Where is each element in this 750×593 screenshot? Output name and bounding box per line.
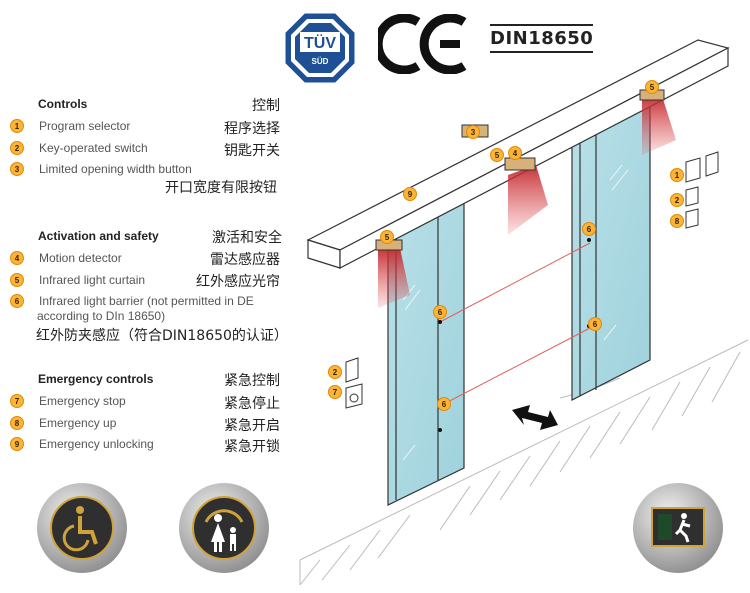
legend-item-5-cn: 红外感应光帘 [196, 274, 280, 290]
sensor-box-center [504, 157, 536, 171]
program-selector-panel [685, 157, 701, 183]
emergency-exit-icon [632, 482, 724, 574]
legend-item-9-en: Emergency unlocking [39, 437, 154, 451]
diagram-marker-6-a: 6 [582, 222, 596, 236]
legend-item-6-cn: 红外防夹感应（符合DIN18650的认证） [36, 328, 288, 344]
marker-6: 6 [10, 294, 24, 308]
diagram-marker-6-c: 6 [433, 305, 447, 319]
limited-width-panel [705, 151, 719, 177]
legend-item-6-en-line2: according to DIn 18650) [37, 309, 166, 323]
marker-7: 7 [10, 394, 24, 408]
legend-item-3: 3 Limited opening width button [10, 161, 192, 177]
legend-item-3-en: Limited opening width button [39, 162, 192, 176]
wheelchair-icon [36, 482, 128, 574]
infrared-barrier [439, 242, 591, 407]
diagram-marker-4: 4 [508, 146, 522, 160]
legend-item-2: 2 Key-operated switch [10, 140, 148, 156]
legend-item-1-cn: 程序选择 [224, 121, 280, 137]
marker-9: 9 [10, 437, 24, 451]
legend-item-4-cn: 雷达感应器 [210, 252, 280, 268]
diagram-marker-2: 2 [670, 193, 684, 207]
legend-item-7-cn: 紧急停止 [224, 396, 280, 412]
right-door [571, 97, 651, 401]
emergency-title-cn: 紧急控制 [224, 373, 280, 389]
tuv-logo-top-text: TÜV [304, 33, 336, 52]
din-label: DIN18650 [490, 24, 594, 53]
legend-item-7: 7 Emergency stop [10, 393, 126, 409]
legend-item-5-en: Infrared light curtain [39, 273, 146, 287]
legend-item-4-en: Motion detector [39, 251, 122, 265]
marker-5: 5 [10, 273, 24, 287]
key-switch-panel [685, 186, 699, 207]
left-door [387, 189, 465, 506]
din-text: DIN18650 [490, 24, 594, 53]
controls-title-cn: 控制 [252, 98, 280, 114]
legend-item-8: 8 Emergency up [10, 415, 116, 431]
diagram-marker-9: 9 [403, 187, 417, 201]
legend-item-4: 4 Motion detector [10, 250, 122, 266]
diagram-marker-3: 3 [466, 125, 480, 139]
key-switch-panel-left [345, 357, 359, 383]
legend-item-3-cn: 开口宽度有限按钮 [165, 180, 277, 196]
diagram-marker-2-left: 2 [328, 365, 342, 379]
marker-1: 1 [10, 119, 24, 133]
legend-item-1-en: Program selector [39, 119, 131, 133]
emergency-up-panel [685, 208, 699, 229]
tuv-logo-bottom-text: SÜD [312, 57, 329, 66]
controls-title: Controls [38, 97, 88, 111]
diagram-marker-5-right: 5 [645, 80, 659, 94]
sensor-beam-right [642, 96, 676, 155]
diagram-marker-6-d: 6 [437, 397, 451, 411]
mother-child-icon [178, 482, 270, 574]
marker-4: 4 [10, 251, 24, 265]
diagram-marker-5-center: 5 [490, 148, 504, 162]
diagram-marker-6-b: 6 [588, 317, 602, 331]
legend-item-2-cn: 钥匙开关 [224, 143, 280, 159]
tuv-logo: TÜV SÜD [284, 12, 356, 84]
diagram-marker-8: 8 [670, 214, 684, 228]
diagram-marker-7: 7 [328, 385, 342, 399]
marker-3: 3 [10, 162, 24, 176]
ce-mark [373, 13, 470, 75]
legend-item-8-cn: 紧急开启 [224, 418, 280, 434]
legend-item-9: 9 Emergency unlocking [10, 436, 154, 452]
marker-2: 2 [10, 141, 24, 155]
activation-title: Activation and safety [38, 229, 159, 243]
legend-item-6-en-line1: Infrared light barrier (not permitted in… [39, 294, 254, 308]
marker-8: 8 [10, 416, 24, 430]
activation-title-cn: 激活和安全 [212, 230, 282, 246]
sensor-beam-left [378, 248, 410, 308]
emergency-title: Emergency controls [38, 372, 154, 386]
legend-item-1: 1 Program selector [10, 118, 130, 134]
direction-arrow [512, 405, 558, 430]
legend-item-5: 5 Infrared light curtain [10, 272, 145, 288]
legend-item-2-en: Key-operated switch [39, 141, 148, 155]
diagram-marker-1: 1 [670, 168, 684, 182]
legend-item-9-cn: 紧急开锁 [224, 439, 280, 455]
sensor-beam-center [508, 165, 548, 235]
legend-item-6: 6 Infrared light barrier (not permitted … [10, 293, 254, 309]
legend-item-7-en: Emergency stop [39, 394, 126, 408]
diagram-marker-5-left: 5 [380, 230, 394, 244]
legend-item-8-en: Emergency up [39, 416, 117, 430]
